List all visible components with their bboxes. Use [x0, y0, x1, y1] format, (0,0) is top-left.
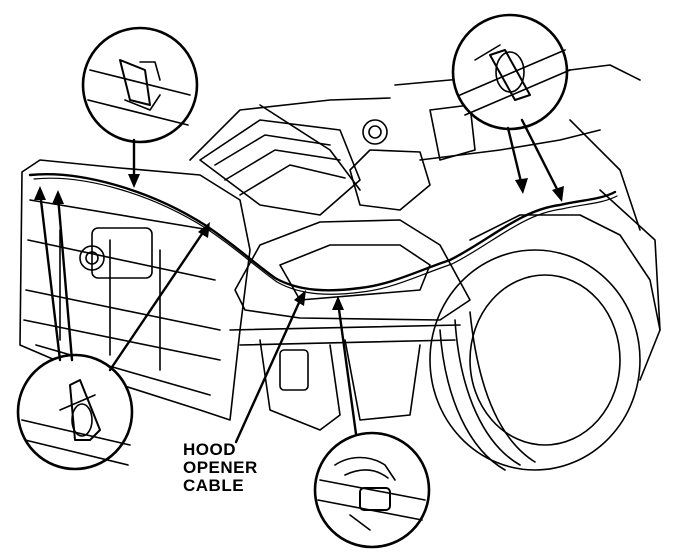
- hood-opener-cable: [28, 173, 618, 295]
- callout-top-right: [451, 13, 571, 131]
- label-line-3: CABLE: [183, 476, 245, 495]
- callout-bottom-right: [313, 431, 431, 549]
- label-line-1: HOOD: [183, 440, 236, 459]
- label-line-2: OPENER: [183, 458, 258, 477]
- callout-top-left: [81, 26, 199, 144]
- hood-opener-cable-label: HOOD OPENER CABLE: [183, 441, 293, 495]
- vehicle-body: [19, 64, 661, 471]
- leader-arrows: [34, 118, 564, 444]
- callout-bottom-left: [16, 353, 134, 471]
